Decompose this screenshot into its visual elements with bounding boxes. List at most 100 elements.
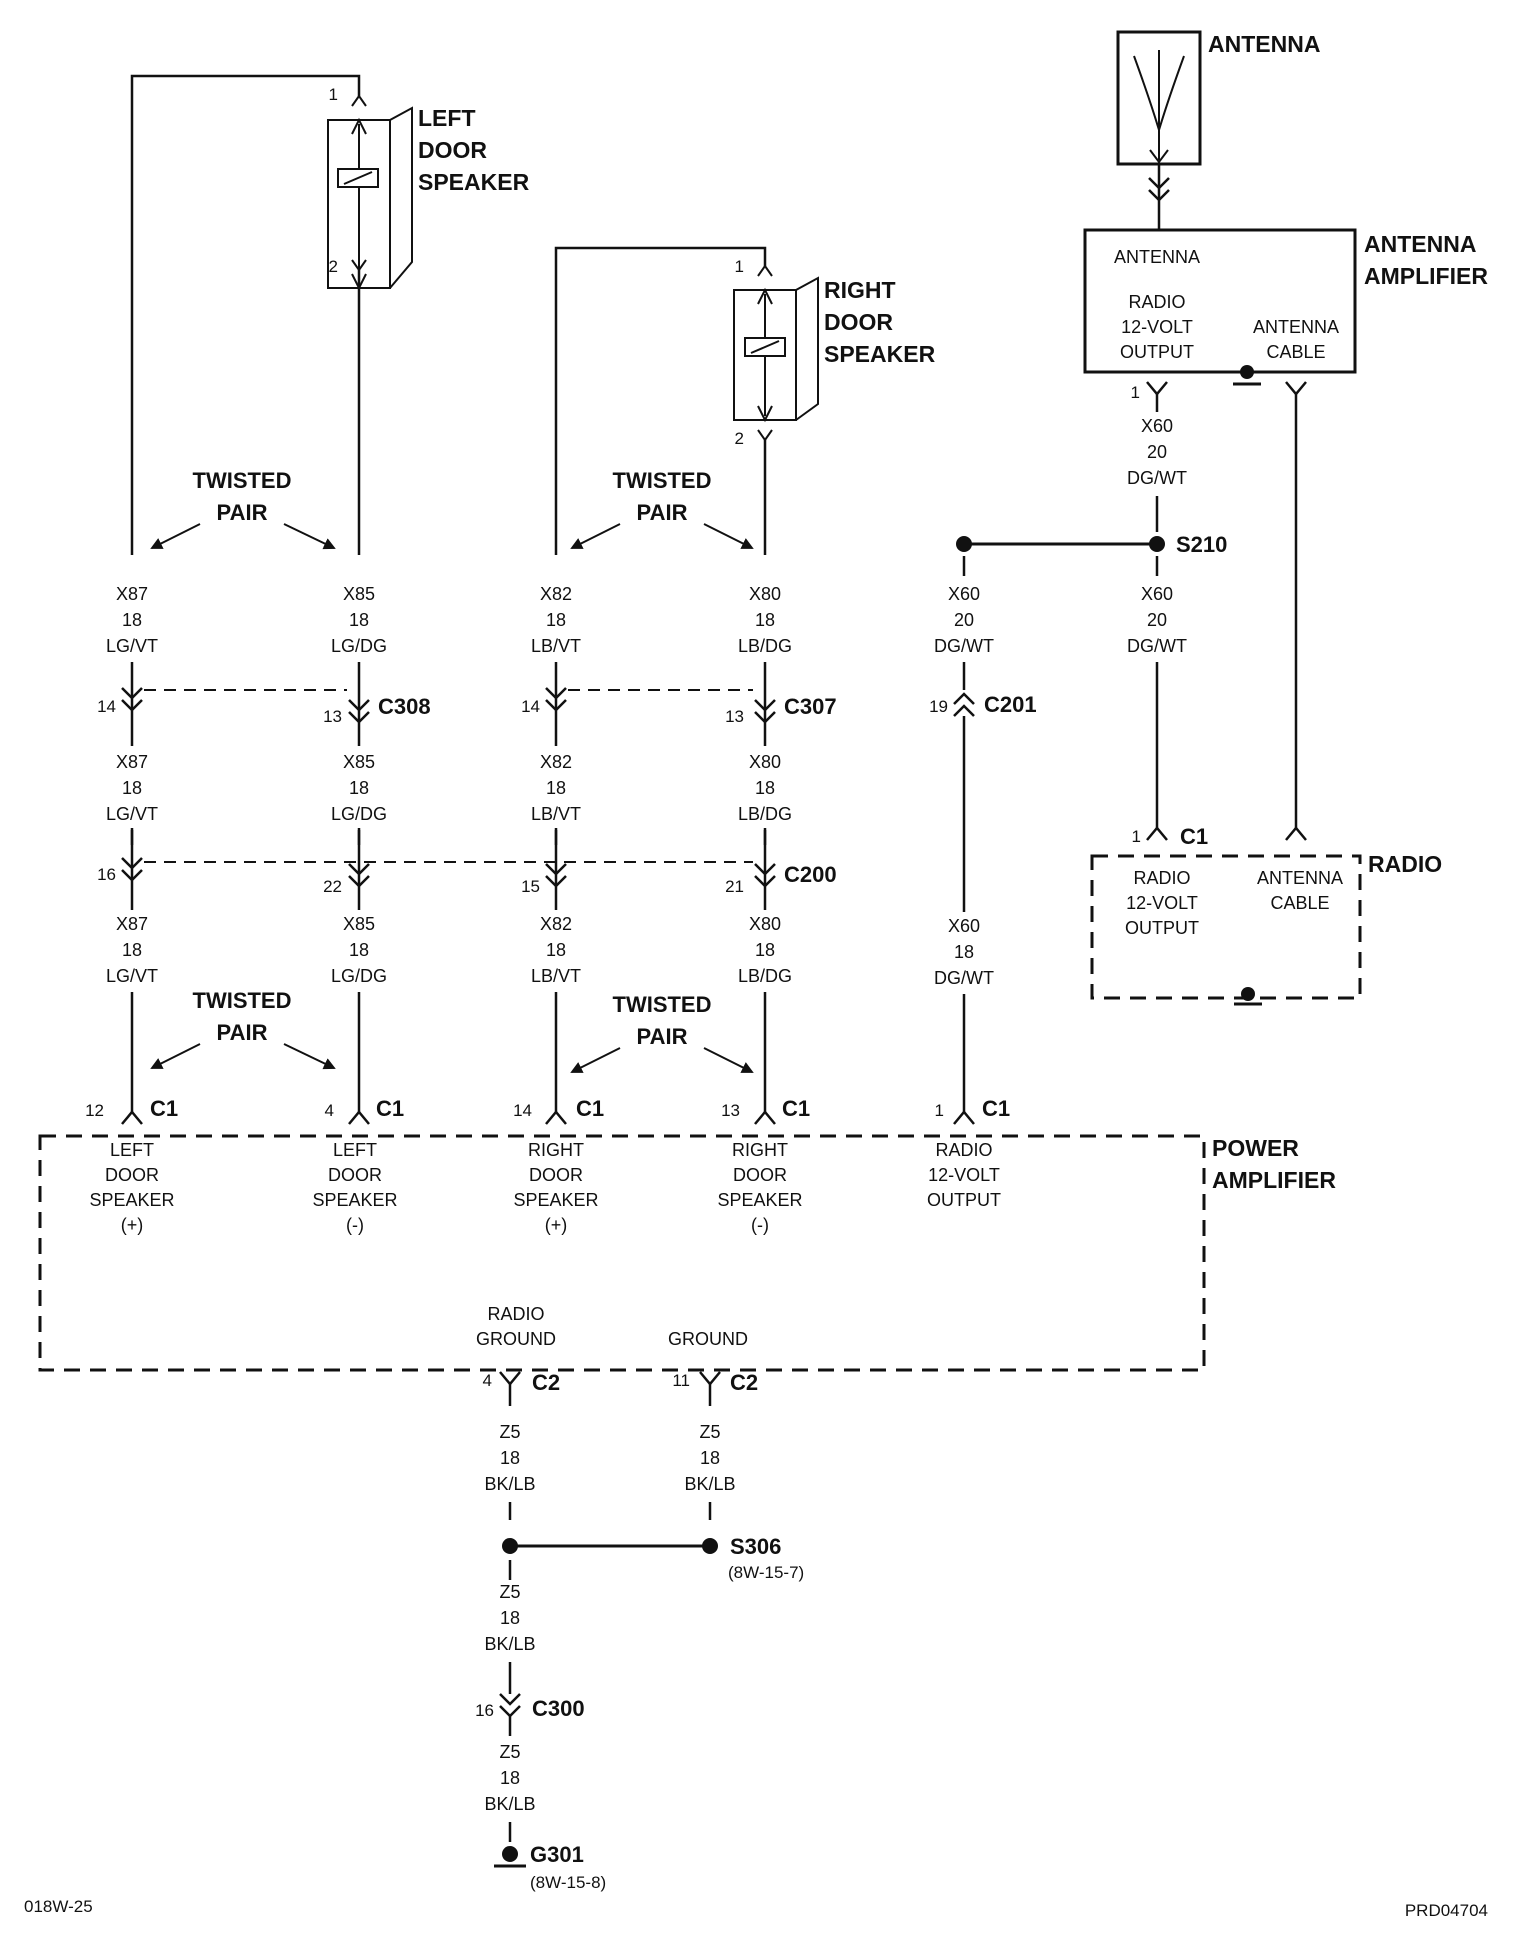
svg-text:18: 18 bbox=[546, 940, 566, 960]
pa-c2-terminals: 4 11 C2 C2 bbox=[483, 1370, 759, 1395]
pin-pa-c2-radio-ground: 4 bbox=[483, 1371, 492, 1390]
svg-text:Z5: Z5 bbox=[499, 1742, 520, 1762]
footer-left-code: 018W-25 bbox=[24, 1897, 93, 1916]
twisted-pair-ul-2: PAIR bbox=[217, 500, 268, 525]
svg-text:X85: X85 bbox=[343, 752, 375, 772]
pin-rds-2: 2 bbox=[735, 429, 744, 448]
svg-text:18: 18 bbox=[349, 778, 369, 798]
rds-pin1-terminal bbox=[757, 264, 773, 277]
radio-c1-label: C1 bbox=[1180, 824, 1208, 849]
svg-text:LB/DG: LB/DG bbox=[738, 804, 792, 824]
svg-text:GROUND: GROUND bbox=[476, 1329, 556, 1349]
pa-left-minus: LEFT DOOR SPEAKER (-) bbox=[312, 1140, 397, 1235]
pin-radio-c1: 1 bbox=[1132, 827, 1141, 846]
svg-text:BK/LB: BK/LB bbox=[684, 1474, 735, 1494]
pin-c200-x87: 16 bbox=[97, 865, 116, 884]
aa-antenna: ANTENNA bbox=[1114, 247, 1200, 267]
svg-text:18: 18 bbox=[122, 778, 142, 798]
s306-ref: (8W-15-7) bbox=[728, 1563, 804, 1582]
wire-label-x60-aa: X60 20 DG/WT bbox=[1127, 416, 1187, 488]
svg-text:LB/DG: LB/DG bbox=[738, 966, 792, 986]
c307-label: C307 bbox=[784, 694, 837, 719]
svg-text:(-): (-) bbox=[346, 1215, 364, 1235]
radio-antenna-cable-2: CABLE bbox=[1270, 893, 1329, 913]
svg-text:LB/DG: LB/DG bbox=[738, 636, 792, 656]
svg-text:DOOR: DOOR bbox=[105, 1165, 159, 1185]
pin-c308-x85: 13 bbox=[323, 707, 342, 726]
svg-text:X87: X87 bbox=[116, 914, 148, 934]
wire-label-x82-r3: X82 18 LB/VT bbox=[531, 914, 581, 986]
svg-text:BK/LB: BK/LB bbox=[484, 1634, 535, 1654]
pin-pa-x80: 13 bbox=[721, 1101, 740, 1120]
svg-text:18: 18 bbox=[755, 940, 775, 960]
pin-lds-2: 2 bbox=[329, 257, 338, 276]
right-door-speaker-label-3: SPEAKER bbox=[824, 341, 936, 367]
svg-text:X87: X87 bbox=[116, 752, 148, 772]
svg-text:LG/DG: LG/DG bbox=[331, 636, 387, 656]
twisted-pair-ul-arrow-right bbox=[283, 523, 336, 550]
pa-c1-label-5: C1 bbox=[982, 1096, 1010, 1121]
svg-text:DG/WT: DG/WT bbox=[934, 636, 994, 656]
pa-right-minus: RIGHT DOOR SPEAKER (-) bbox=[717, 1140, 802, 1235]
twisted-pair-lr-1: TWISTED bbox=[613, 992, 712, 1017]
svg-text:18: 18 bbox=[349, 610, 369, 630]
footer-right-code: PRD04704 bbox=[1405, 1901, 1488, 1920]
wire-x87-upper bbox=[130, 74, 361, 555]
wire-x82-upper bbox=[554, 246, 767, 555]
pa-c2-label-2: C2 bbox=[730, 1370, 758, 1395]
pa-c1-label-3: C1 bbox=[576, 1096, 604, 1121]
svg-text:X87: X87 bbox=[116, 584, 148, 604]
svg-text:X82: X82 bbox=[540, 752, 572, 772]
aa-antenna-cable-1: ANTENNA bbox=[1253, 317, 1339, 337]
antenna-label: ANTENNA bbox=[1208, 31, 1320, 57]
svg-text:(-): (-) bbox=[751, 1215, 769, 1235]
pin-lds-1: 1 bbox=[329, 85, 338, 104]
left-door-speaker: LEFT DOOR SPEAKER bbox=[327, 105, 530, 291]
svg-text:SPEAKER: SPEAKER bbox=[513, 1190, 598, 1210]
wire-label-z5-left-3: Z5 18 BK/LB bbox=[484, 1742, 535, 1814]
left-door-speaker-label-3: SPEAKER bbox=[418, 169, 530, 195]
pa-radio-ground: RADIO GROUND bbox=[476, 1304, 556, 1349]
svg-text:LB/VT: LB/VT bbox=[531, 636, 581, 656]
right-door-speaker: RIGHT DOOR SPEAKER bbox=[733, 276, 936, 423]
aa-radio-output-2: 12-VOLT bbox=[1121, 317, 1193, 337]
right-door-speaker-label-1: RIGHT bbox=[824, 277, 896, 303]
twisted-pair-ur-2: PAIR bbox=[637, 500, 688, 525]
power-amplifier-label-1: POWER bbox=[1212, 1135, 1299, 1161]
twisted-pair-ul-1: TWISTED bbox=[193, 468, 292, 493]
svg-text:18: 18 bbox=[546, 778, 566, 798]
wire-label-z5-left-1: Z5 18 BK/LB bbox=[484, 1422, 535, 1494]
svg-text:RIGHT: RIGHT bbox=[528, 1140, 584, 1160]
svg-text:LG/VT: LG/VT bbox=[106, 966, 158, 986]
wire-label-x87-r1: X87 18 LG/VT bbox=[106, 584, 158, 656]
splice-s306: S306 (8W-15-7) bbox=[502, 1534, 804, 1582]
svg-text:12-VOLT: 12-VOLT bbox=[928, 1165, 1000, 1185]
svg-text:LG/DG: LG/DG bbox=[331, 804, 387, 824]
svg-text:18: 18 bbox=[122, 940, 142, 960]
twisted-pair-ur-arrow-right bbox=[703, 523, 754, 549]
aa-radio-output-3: OUTPUT bbox=[1120, 342, 1194, 362]
c201-label: C201 bbox=[984, 692, 1037, 717]
svg-text:(+): (+) bbox=[121, 1215, 144, 1235]
wire-label-x87-r2: X87 18 LG/VT bbox=[106, 752, 158, 824]
wire-label-x85-r1: X85 18 LG/DG bbox=[331, 584, 387, 656]
svg-text:SPEAKER: SPEAKER bbox=[717, 1190, 802, 1210]
twisted-pair-ll-2: PAIR bbox=[217, 1020, 268, 1045]
wire-label-x87-r3: X87 18 LG/VT bbox=[106, 914, 158, 986]
svg-text:18: 18 bbox=[349, 940, 369, 960]
svg-text:X60: X60 bbox=[948, 584, 980, 604]
pin-c200-x85: 22 bbox=[323, 877, 342, 896]
svg-text:X60: X60 bbox=[948, 916, 980, 936]
svg-text:18: 18 bbox=[755, 778, 775, 798]
wire-label-x82-r1: X82 18 LB/VT bbox=[531, 584, 581, 656]
svg-text:DG/WT: DG/WT bbox=[1127, 636, 1187, 656]
svg-text:LEFT: LEFT bbox=[110, 1140, 154, 1160]
svg-text:18: 18 bbox=[755, 610, 775, 630]
pin-c201: 19 bbox=[929, 697, 948, 716]
svg-text:X80: X80 bbox=[749, 752, 781, 772]
power-amplifier-label-2: AMPLIFIER bbox=[1212, 1167, 1336, 1193]
svg-text:RADIO: RADIO bbox=[487, 1304, 544, 1324]
svg-text:18: 18 bbox=[500, 1768, 520, 1788]
svg-text:X85: X85 bbox=[343, 584, 375, 604]
